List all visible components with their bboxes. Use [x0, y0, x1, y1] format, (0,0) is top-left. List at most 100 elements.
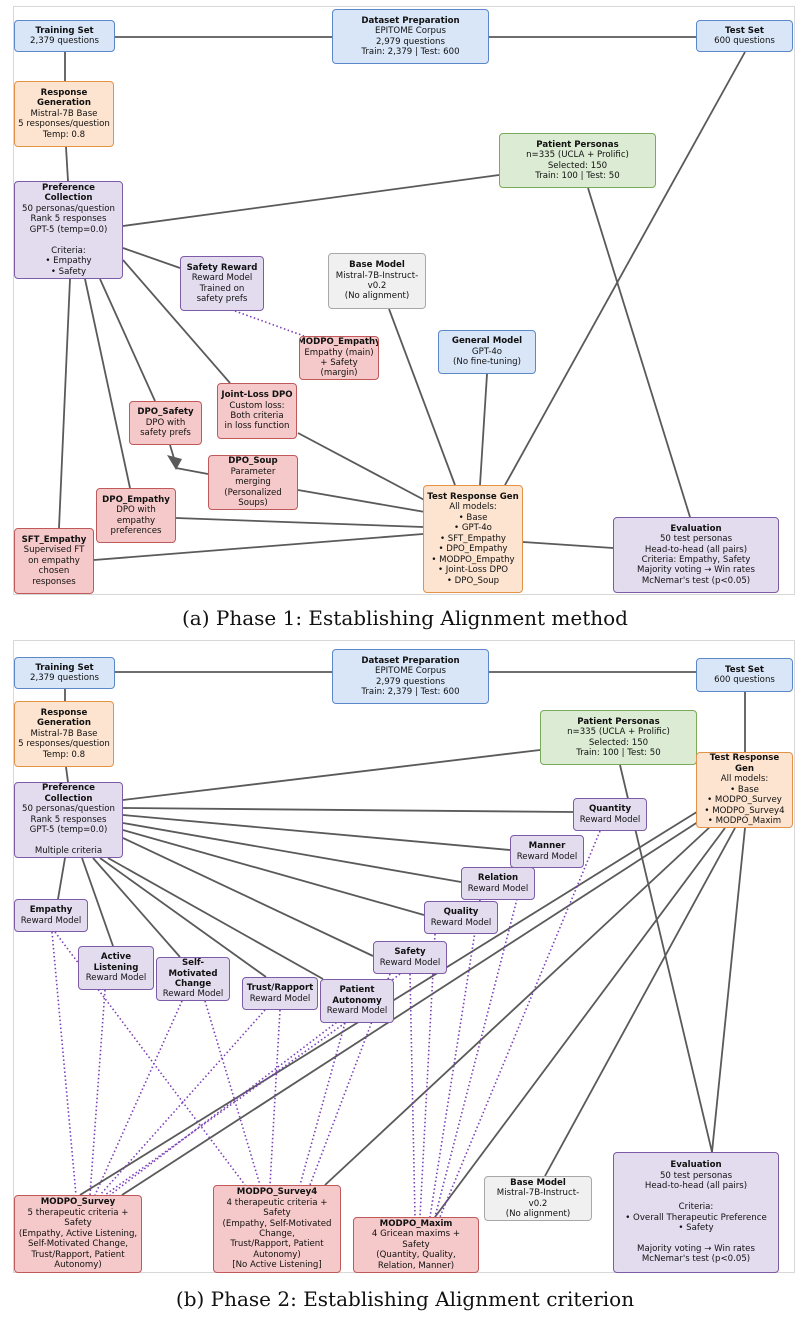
node-body: Parameter merging (Personalized Soups) [224, 466, 282, 509]
node-title: MODPO_Survey4 [236, 1187, 318, 1198]
node-title: Test Response Gen [709, 753, 780, 774]
node-title: Evaluation [670, 1160, 722, 1171]
node-body: GPT-4o (No fine-tuning) [453, 346, 521, 368]
node-body: Reward Model [430, 917, 492, 928]
node-title: Patient Personas [536, 139, 619, 150]
node-body: DPO with empathy preferences [110, 505, 162, 536]
node-body: DPO with safety prefs [140, 417, 191, 439]
node-body: 50 personas/question Rank 5 responses GP… [22, 804, 115, 857]
node-title: DPO_Empathy [102, 494, 170, 505]
node-body: 50 test personas Head-to-head (all pairs… [637, 534, 755, 586]
node-title: Training Set [35, 662, 94, 673]
node-body: Reward Model [249, 993, 311, 1004]
node-title: Relation [477, 873, 519, 884]
node-title: Base Model [510, 1177, 566, 1188]
node-body: 600 questions [714, 675, 775, 685]
node-title: Manner [528, 841, 566, 852]
node-title: Quantity [588, 804, 632, 815]
node-title: MODPO_Maxim [379, 1218, 453, 1229]
node-body: Reward Model [579, 814, 641, 825]
node-body: Custom loss: Both criteria in loss funct… [224, 400, 290, 432]
node-body: EPITOME Corpus 2,979 questions Train: 2,… [361, 26, 460, 57]
node-title: Joint-Loss DPO [221, 390, 293, 401]
node-body: 50 test personas Head-to-head (all pairs… [625, 1170, 767, 1265]
node-body: Reward Model [326, 1006, 388, 1017]
node-title: MODPO_Survey [40, 1197, 116, 1208]
node-body: 5 therapeutic criteria + Safety (Empathy… [18, 1207, 138, 1271]
phase2-caption: (b) Phase 2: Establishing Alignment crit… [175, 1287, 635, 1311]
node-body: 2,379 questions [30, 673, 99, 683]
node-body: All models: • Base • GPT-4o • SFT_Empath… [431, 502, 515, 586]
node-body: Reward Model [85, 973, 147, 984]
node-title: Patient Autonomy [332, 985, 382, 1006]
node-body: Reward Model [162, 989, 224, 1000]
node-body: Reward Model [467, 883, 529, 894]
node-title: Evaluation [670, 523, 722, 534]
node-body: Reward Model [516, 851, 578, 862]
node-title: Empathy [29, 905, 73, 916]
node-body: EPITOME Corpus 2,979 questions Train: 2,… [361, 666, 460, 697]
node-body: 4 Gricean maxims + Safety (Quantity, Qua… [371, 1229, 461, 1271]
node-title: SFT_Empathy [21, 534, 87, 545]
node-body: Reward Model Trained on safety prefs [191, 273, 253, 304]
node-body: 600 questions [714, 36, 775, 46]
node-title: MODPO_Empathy [299, 337, 379, 348]
node-title: DPO_Safety [137, 407, 194, 418]
node-body: Mistral-7B-Instruct- v0.2 (No alignment) [335, 270, 419, 302]
node-body: n=335 (UCLA + Prolific) Selected: 150 Tr… [567, 727, 670, 758]
node-body: 4 therapeutic criteria + Safety (Empathy… [222, 1197, 332, 1271]
node-title: Safety [394, 947, 426, 958]
node-body: Empathy (main) + Safety (margin) [304, 347, 374, 379]
node-body: 2,379 questions [30, 36, 99, 46]
node-title: Quality [443, 907, 479, 918]
node-title: Test Response Gen [427, 491, 519, 502]
node-body: Mistral-7B Base 5 responses/question Tem… [18, 108, 110, 140]
node-body: n=335 (UCLA + Prolific) Selected: 150 Tr… [526, 150, 629, 181]
node-body: Mistral-7B-Instruct-v0.2 (No alignment) [496, 1188, 580, 1219]
node-body: Reward Model [379, 957, 441, 968]
node-title: Response Generation [37, 707, 91, 729]
node-title: Self-Motivated Change [168, 958, 218, 989]
node-title: Dataset Preparation [361, 655, 460, 666]
phase1-caption: (a) Phase 1: Establishing Alignment meth… [182, 606, 628, 630]
node-title: DPO_Soup [228, 456, 278, 467]
node-title: Base Model [349, 260, 405, 271]
node-title: Active Listening [93, 952, 139, 973]
node-title: Trust/Rapport [246, 983, 314, 994]
node-body: 50 personas/question Rank 5 responses GP… [22, 203, 115, 277]
node-body: Supervised FT on empathy chosen response… [23, 545, 85, 587]
node-body: Reward Model [20, 915, 82, 926]
